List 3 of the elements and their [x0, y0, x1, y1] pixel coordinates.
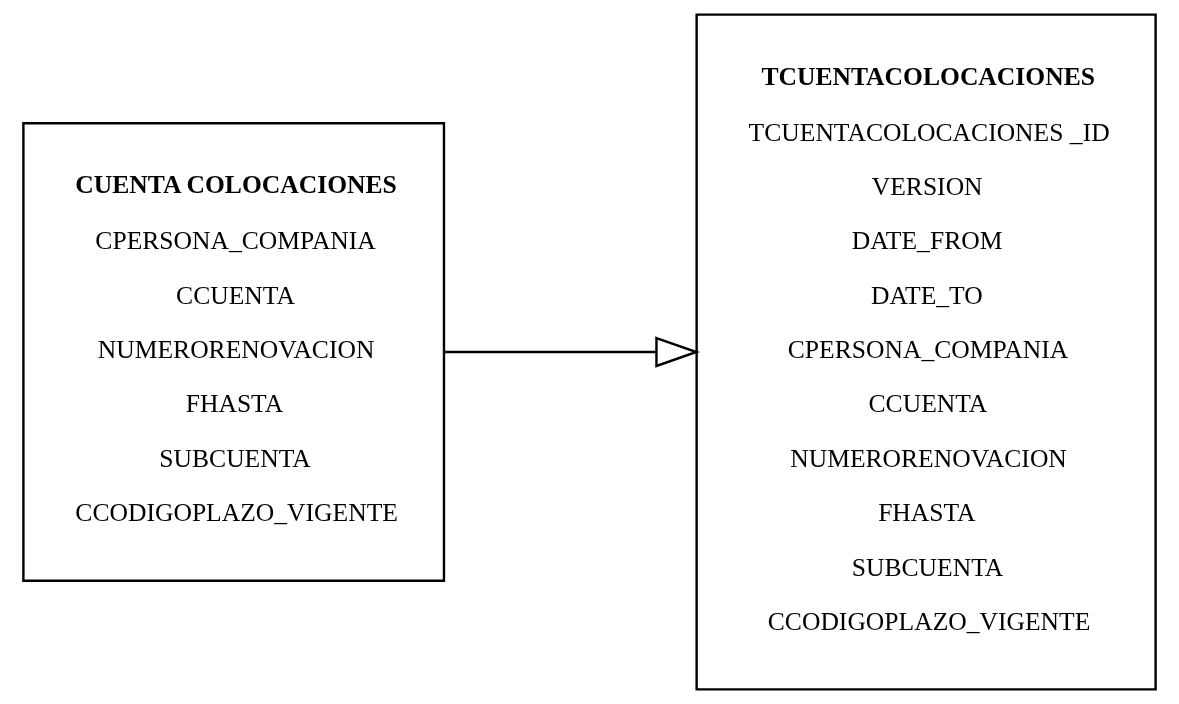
arrow: [444, 336, 701, 368]
node-box: TCUENTACOLOCACIONES TCUENTACOLOCACIONES _ID VERSION DATE_FROM DATE_TO CPERSONA_COMPANIA CCUENTA NUMERORENOVACION FHASTA SUBCUENTA CCODIGOPLAZO_VIGENTE: [695, 13, 1157, 691]
node-box: CUENTA COLOCACIONES CPERSONA_COMPANIA CCUENTA NUMERORENOVACION FHASTA SUBCUENTA CCODIGOPLAZO_VIGENTE: [22, 122, 446, 582]
